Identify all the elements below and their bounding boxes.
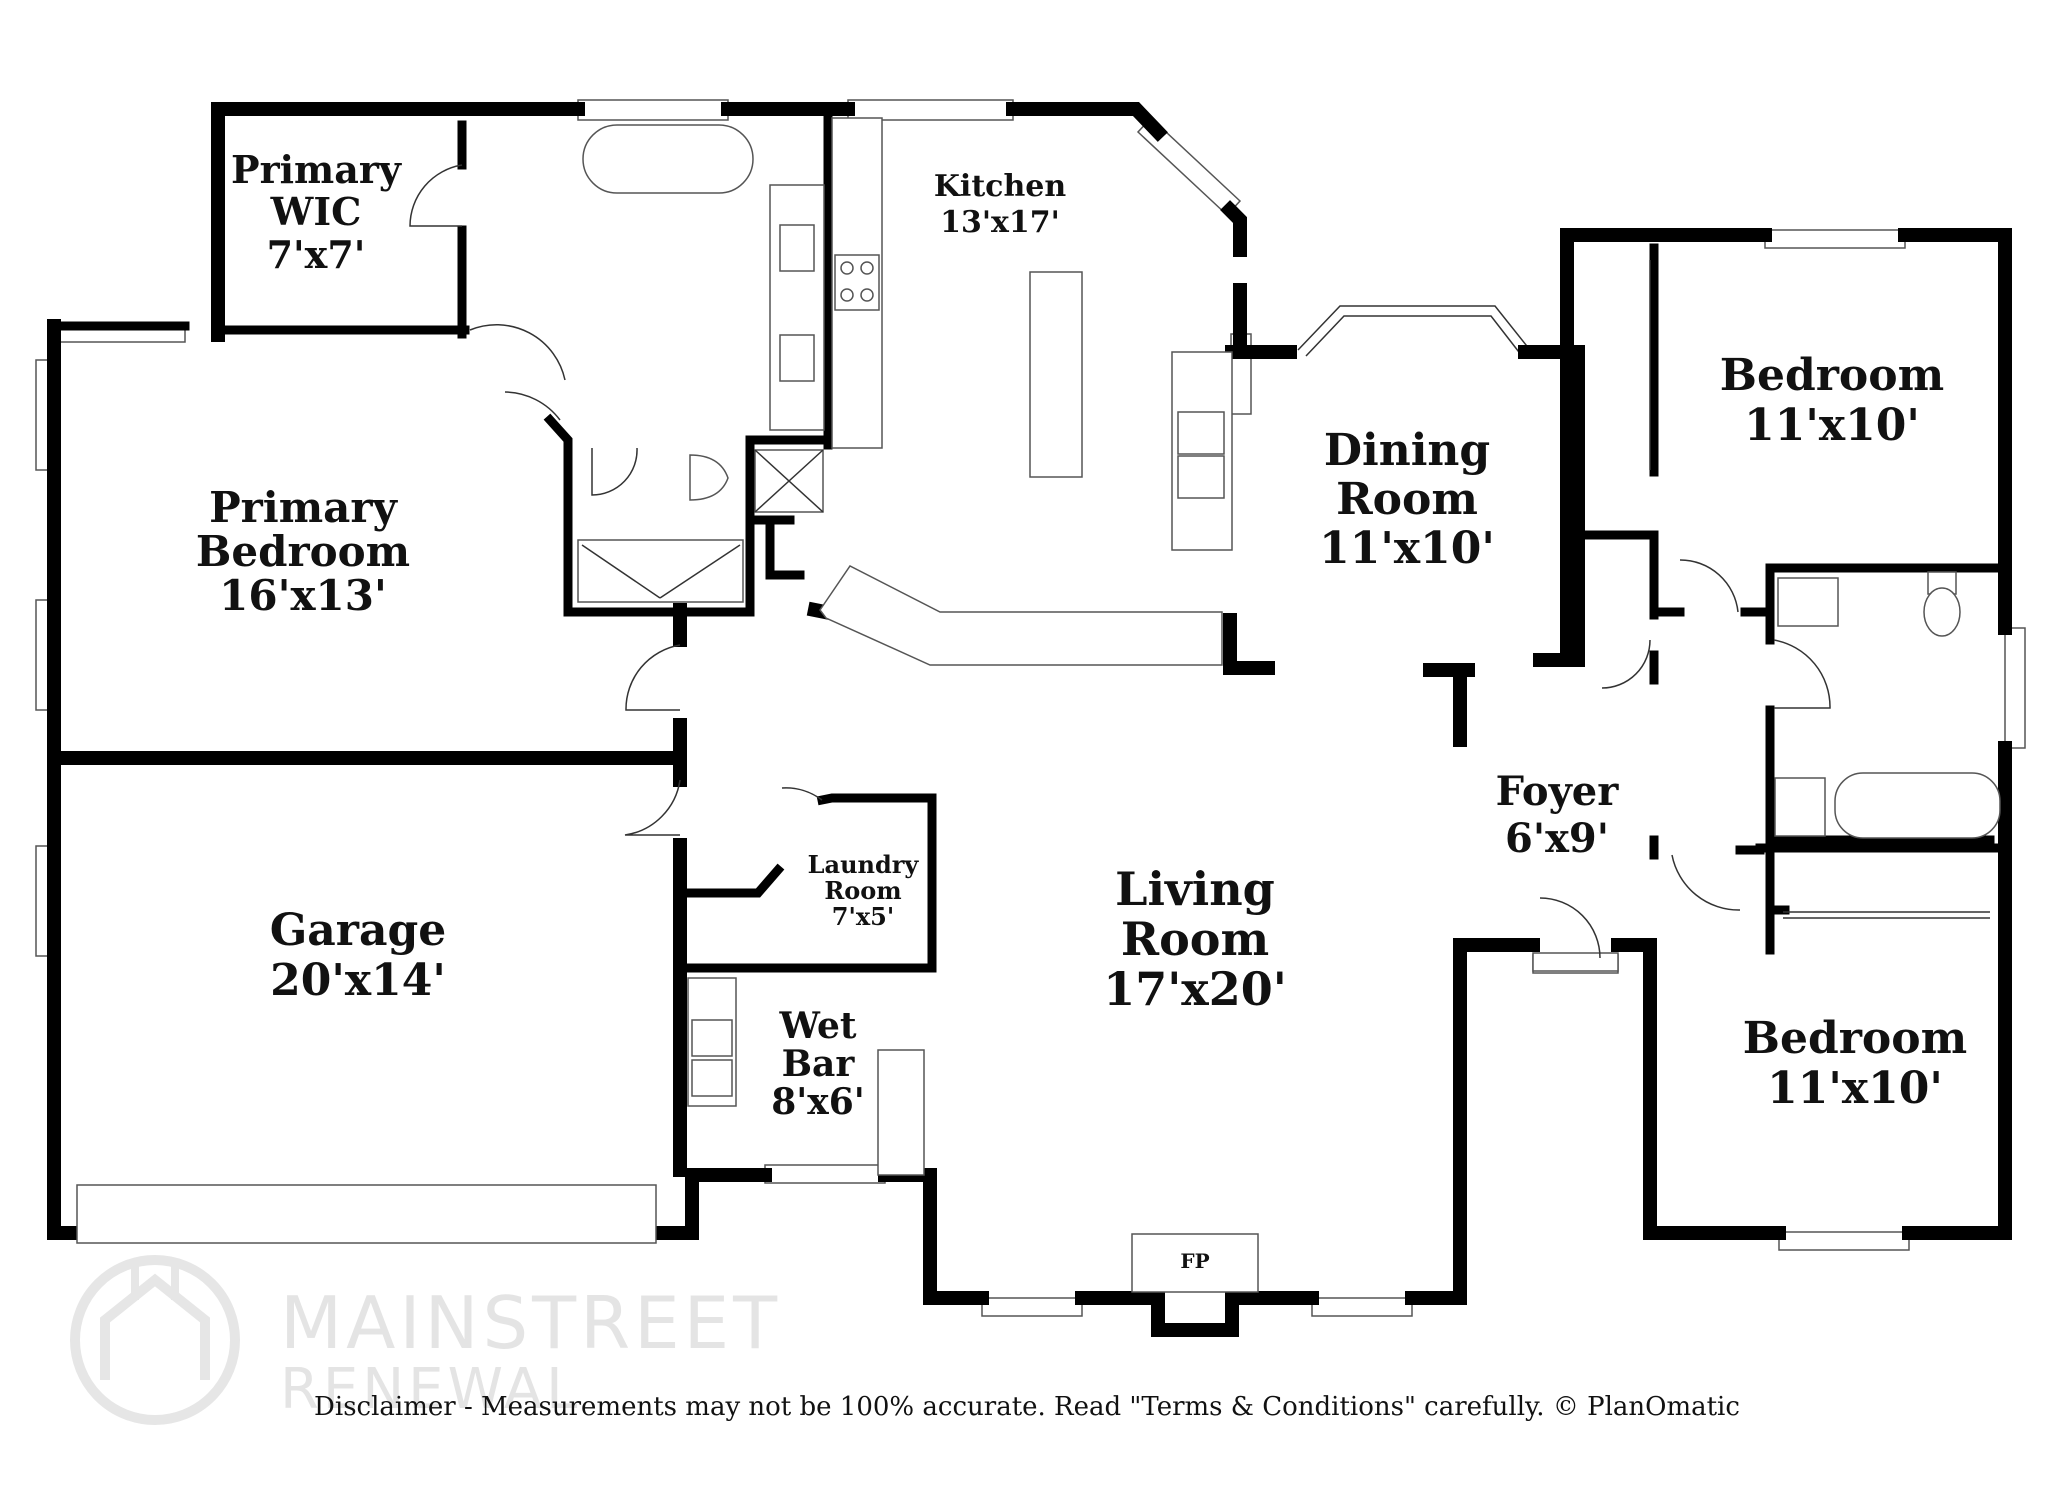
fireplace-label: FP: [1180, 1249, 1209, 1273]
toilet-icon: [1923, 587, 1961, 637]
bathtub: [582, 124, 754, 194]
breakfast-bar: [819, 565, 1223, 666]
disclaimer: Disclaimer - Measurements may not be 100…: [314, 1392, 1740, 1422]
dining-room-name-2: Room: [1336, 474, 1478, 525]
primary-wic-name-1: Primary: [231, 147, 402, 192]
fireplace: [1131, 1233, 1259, 1293]
wet-bar-dims: 8'x6': [771, 1081, 865, 1123]
shower-stall: [1774, 777, 1826, 837]
laundry-room-name-2: Room: [824, 876, 901, 905]
foyer-name: Foyer: [1496, 768, 1620, 815]
primary-wic-dims: 7'x7': [267, 232, 366, 277]
shower: [577, 539, 744, 603]
sink-icon: [691, 1059, 733, 1097]
wet-bar-cabinet: [877, 1049, 925, 1176]
dining-room-name-1: Dining: [1324, 425, 1490, 476]
sink-icon: [1177, 455, 1225, 499]
sink-icon: [779, 334, 815, 382]
sink-icon: [691, 1019, 733, 1057]
kitchen-name: Kitchen: [934, 169, 1066, 204]
bedroom-top-name: Bedroom: [1720, 350, 1944, 401]
primary-bedroom-dims: 16'x13': [219, 571, 387, 620]
primary-bedroom-name-1: Primary: [209, 483, 398, 532]
sink-icon: [1777, 577, 1839, 627]
watermark-line1: MAINSTREET: [280, 1281, 781, 1365]
walls: [47, 102, 2012, 1337]
primary-bedroom-name-2: Bedroom: [196, 527, 410, 576]
fixtures: [577, 117, 2001, 1293]
dining-room-dims: 11'x10': [1319, 523, 1495, 574]
sink-icon: [779, 224, 815, 272]
vanity: [769, 184, 825, 431]
doors: [409, 164, 1831, 959]
foyer-dims: 6'x9': [1505, 815, 1609, 862]
wet-bar-name-1: Wet: [778, 1005, 856, 1047]
laundry-room-name-1: Laundry: [808, 850, 920, 879]
wet-bar-name-2: Bar: [782, 1043, 856, 1085]
cooktop-icon: [834, 254, 880, 311]
bathtub: [1834, 772, 2001, 839]
watermark-logo: MAINSTREET RENEWAL: [70, 1255, 781, 1425]
room-labels: Primary WIC 7'x7' Kitchen 13'x17' Dining…: [196, 147, 1967, 1273]
watermark-line2: RENEWAL: [280, 1357, 581, 1422]
bedroom-bottom-dims: 11'x10': [1767, 1063, 1943, 1114]
bedroom-bottom-name: Bedroom: [1743, 1013, 1967, 1064]
sink-icon: [1177, 411, 1225, 455]
laundry-room-dims: 7'x5': [832, 902, 894, 931]
primary-wic-name-2: WIC: [270, 189, 362, 234]
living-room-name-2: Room: [1121, 912, 1269, 966]
kitchen-island: [1029, 271, 1083, 478]
bedroom-top-dims: 11'x10': [1744, 400, 1920, 451]
kitchen-dims: 13'x17': [940, 205, 1060, 240]
toilet-icon: [689, 454, 729, 501]
living-room-name-1: Living: [1115, 862, 1275, 916]
garage-dims: 20'x14': [270, 955, 446, 1006]
garage-name: Garage: [270, 905, 447, 956]
garage-door: [76, 1184, 657, 1244]
living-room-dims: 17'x20': [1103, 962, 1287, 1016]
